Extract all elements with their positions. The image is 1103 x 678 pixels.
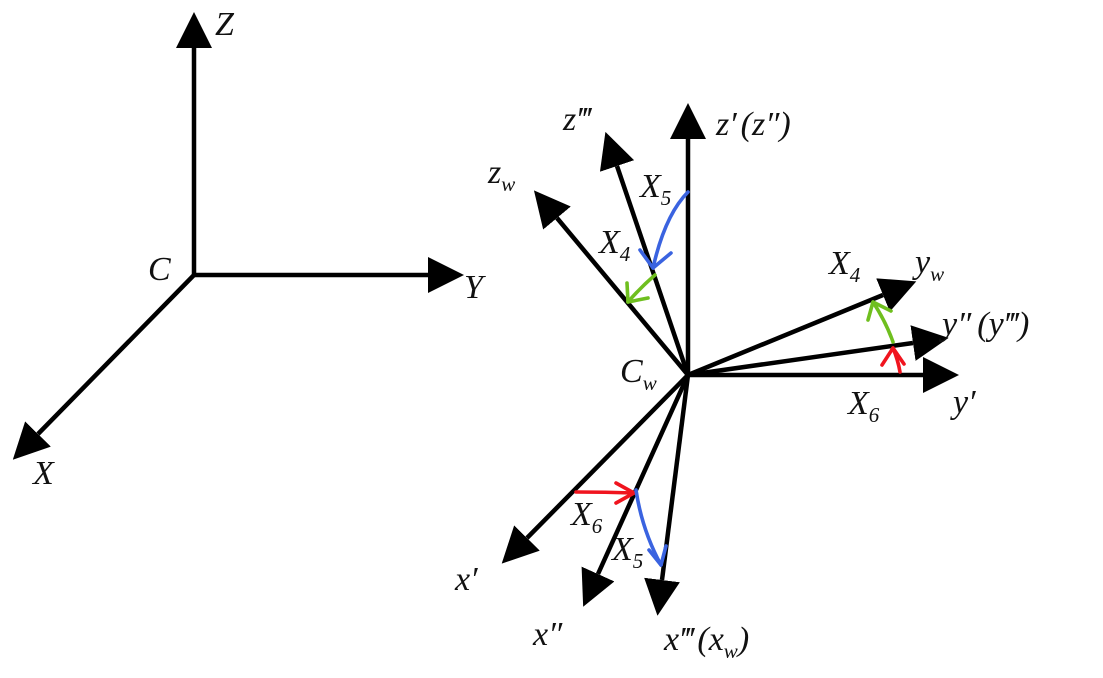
rotation-x5-upper-label: X5 [638,168,671,210]
x4-upper-main: X [597,224,621,261]
y-w-main: y [912,244,931,281]
z-prime-text: z′ [715,106,737,143]
rotation-x6-lower-label: X6 [569,496,603,538]
rotation-x6-right [880,346,906,374]
rotation-x5-upper-arrowhead [638,248,673,270]
x5-upper-sub: 5 [661,186,672,210]
rotation-x6-right-label: X6 [846,385,880,427]
x5-lower-main: X [610,531,634,568]
rotation-x4-upper-arrowhead [625,281,650,304]
rotation-x5-lower-label: X5 [610,531,643,573]
z-triple-prime-axis [599,131,691,376]
reference-x-label: X [31,455,55,492]
rotation-x6-lower-arc [574,490,636,495]
z-w-label: zw [487,154,515,196]
y-w-sub: w [930,262,944,286]
x-prime-axis [501,373,690,564]
x5-lower-sub: 5 [633,549,644,573]
x-w-sub: w [724,639,738,663]
x-double-prime-label: x″ [532,616,563,653]
wrist-frame: Cw z′(z″) z‴ zw yw y″(y‴) y′ x′ x″ x‴(xw… [454,101,1029,663]
reference-y-label: Y [464,269,486,306]
z-double-prime-text: (z″) [741,106,791,143]
x-double-prime-axis [581,374,691,607]
x6-lower-main: X [569,496,593,533]
reference-z-label: Z [215,6,235,43]
rotation-x5-lower-arrowhead [647,544,668,567]
rotation-x4-upper-arc [626,273,657,304]
z-triple-prime-label: z‴ [562,101,592,138]
reference-frame: Z Y X C [12,6,486,492]
x-triple-prime-label: x‴(xw) [663,621,749,663]
rotation-x6-lower-arrowhead [614,481,636,505]
x-triple-prime-text: x‴ [663,621,695,658]
x-prime-label: x′ [454,561,478,598]
rotation-x5-upper-arc [651,190,690,270]
x5-upper-main: X [638,168,662,205]
y-prime-label: y′ [950,384,976,421]
y-w-axis [687,278,917,378]
y-triple-prime-text: (y‴) [977,306,1029,343]
reference-origin-label: C [148,251,171,288]
rotation-x4-right-arc [871,300,895,344]
wrist-origin-label: Cw [620,353,657,395]
x-w-open: (x [697,621,723,658]
rotation-x4-right-arrowhead [866,300,893,322]
x4-upper-sub: 4 [620,242,631,266]
x4-right-sub: 4 [850,263,861,287]
rotation-x4-right [866,300,895,344]
rotation-x6-lower [574,481,636,505]
rotation-x4-upper [625,273,657,304]
z-w-main: z [487,154,501,191]
wrist-origin-main: C [620,353,643,390]
rotation-x5-lower [634,488,668,567]
wrist-origin-sub: w [643,371,657,395]
y-double-prime-label: y″(y‴) [939,306,1029,343]
x-w-close: ) [736,621,749,658]
y-w-label: yw [912,244,944,286]
rotation-x4-upper-label: X4 [597,224,631,266]
z-w-axis [533,190,690,377]
x6-lower-sub: 6 [592,514,603,538]
z-prime-label: z′(z″) [715,106,791,143]
rotation-x5-upper [638,190,690,270]
y-double-prime-axis [687,325,949,378]
reference-x-axis [12,273,196,460]
rotation-x6-right-arrowhead [880,346,906,367]
x4-right-main: X [827,245,851,282]
x6-right-sub: 6 [869,403,880,427]
z-w-sub: w [501,172,515,196]
x6-right-main: X [846,385,870,422]
rotation-x4-right-label: X4 [827,245,861,287]
y-double-prime-text: y″ [939,306,972,343]
